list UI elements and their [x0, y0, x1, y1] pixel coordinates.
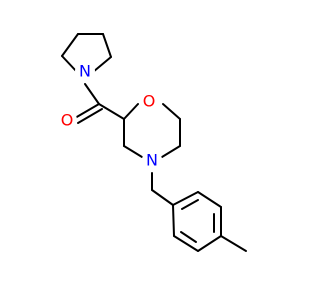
bond-c2-o-ring: [123, 103, 139, 120]
bond-aryl-methyl: [220, 235, 247, 252]
bond-o-ring-c6: [162, 103, 181, 120]
bond-pyrrolidine-1: [61, 33, 79, 57]
atom-label-n-pyrrolidine: N: [79, 62, 91, 81]
bond-n-c3: [123, 145, 143, 158]
bond-carbonyl-left: [74, 103, 100, 119]
bond-pyrrolidine-3: [102, 33, 112, 58]
atom-bg-o-carbonyl: [57, 110, 77, 130]
bond-benzene-4: [197, 235, 222, 252]
molecule-canvas: N O O N: [57, 33, 247, 252]
bond-carbonyl-right: [77, 108, 103, 124]
atom-bg-n-pyrrolidine: [75, 61, 95, 81]
bond-benzene-inner-1: [181, 199, 199, 210]
bond-pyrrolidine-4: [92, 56, 112, 73]
bond-n-carbonyl: [84, 83, 100, 105]
chemical-structure-diagram: N O O N: [57, 33, 247, 252]
atom-label-o-carbonyl: O: [61, 111, 74, 130]
bond-benzene-6: [172, 204, 175, 237]
bond-benzene-1: [172, 191, 199, 206]
bond-ch2-aryl: [151, 189, 174, 206]
bond-benzene-inner-3: [180, 231, 197, 243]
atom-label-o-ring: O: [143, 92, 156, 111]
bond-benzene-5: [173, 235, 199, 252]
bond-pyrrolidine-5: [61, 55, 78, 73]
bond-benzene-2: [197, 191, 222, 208]
atom-bg-o-ring: [139, 91, 159, 111]
atom-bg-n-morpholine: [142, 150, 162, 170]
bond-c5-n: [161, 145, 181, 158]
atom-label-n-morpholine: N: [146, 151, 158, 170]
bond-carbonyl-to-ring: [98, 103, 125, 120]
